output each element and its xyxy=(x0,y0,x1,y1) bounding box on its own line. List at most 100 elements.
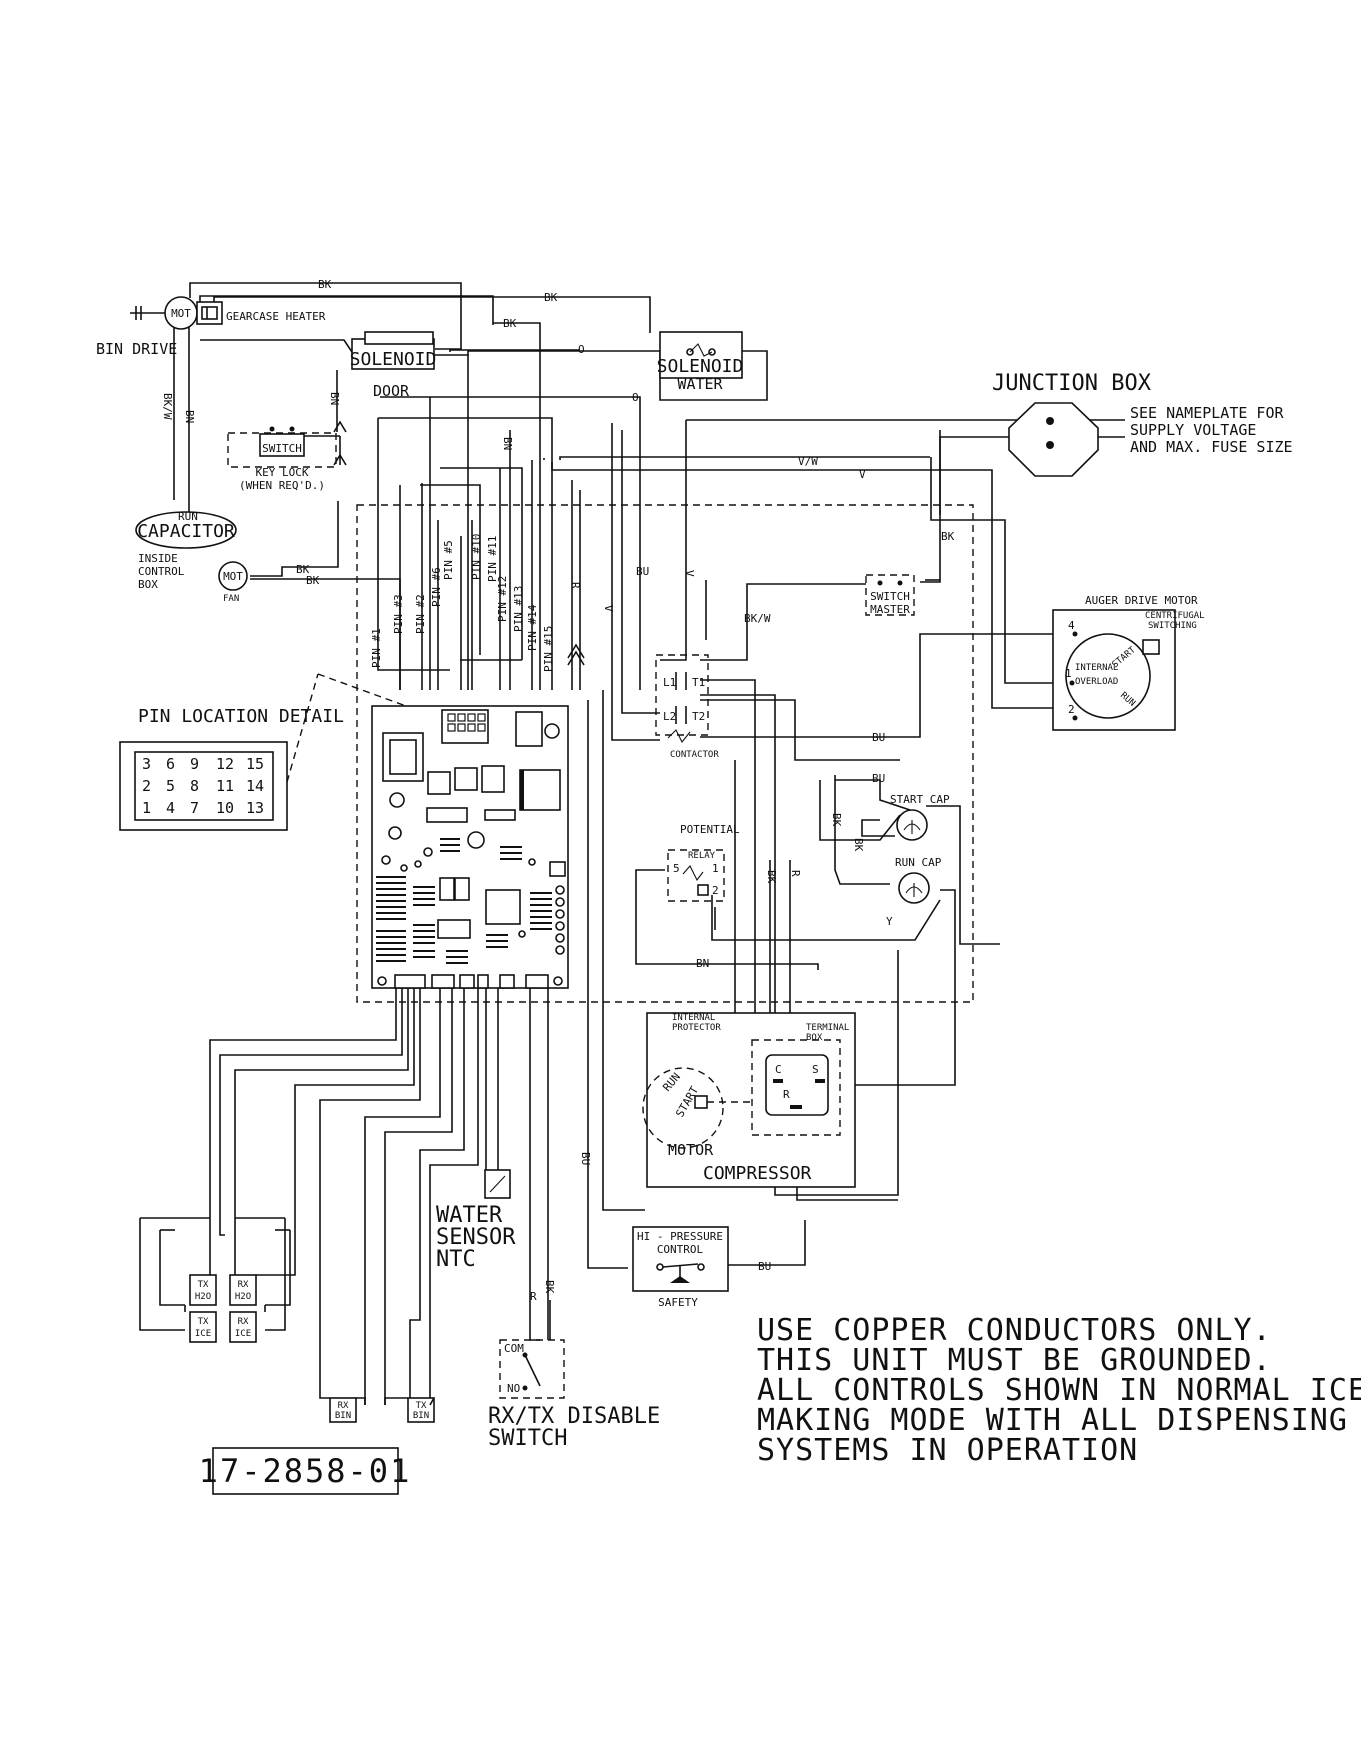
notes: USE COPPER CONDUCTORS ONLY. THIS UNIT MU… xyxy=(757,1313,1361,1468)
wire-code-v: V xyxy=(859,468,866,481)
wire-code-bn: BN xyxy=(696,957,709,970)
pin-label: PIN #6 xyxy=(430,567,443,607)
wire-code-v: V xyxy=(683,570,696,577)
internal-overload-label: INTERNAL xyxy=(1075,663,1118,673)
pin-grid-cell: 9 xyxy=(190,755,199,773)
terminal-c: C xyxy=(775,1063,782,1076)
pin-grid-cell: 12 xyxy=(216,755,234,773)
control-label: CONTROL xyxy=(138,565,185,578)
start-cap-label: START CAP xyxy=(890,793,950,806)
wire-code-o: O xyxy=(632,391,639,404)
pin-location-detail-label: PIN LOCATION DETAIL xyxy=(138,706,344,727)
sensor-tx-bin: TX BIN xyxy=(407,1397,435,1423)
water-sensor-label: WATER xyxy=(436,1203,503,1228)
pin-grid-cell: 11 xyxy=(216,777,234,795)
master-switch-label: SWITCH xyxy=(870,590,910,603)
sensor-label: ICE xyxy=(235,1329,251,1339)
key-lock-switch-label: SWITCH xyxy=(262,442,302,455)
wire-code-y: Y xyxy=(886,915,893,928)
junction-box: JUNCTION BOX SEE NAMEPLATE FOR SUPPLY VO… xyxy=(992,371,1293,477)
contactor-label: CONTACTOR xyxy=(670,750,719,760)
wire-code-bn: BN xyxy=(183,410,196,423)
ntc-label: NTC xyxy=(436,1247,476,1272)
auger-terminal-1: 1 xyxy=(1065,667,1072,680)
box-label: BOX xyxy=(138,578,158,591)
master-switch-sub-label: MASTER xyxy=(870,603,910,616)
key-lock-label: KEY LOCK xyxy=(256,466,309,479)
contactor-t2: T2 xyxy=(692,710,705,723)
pin-location-detail: PIN LOCATION DETAIL 3 6 9 12 15 2 5 8 11… xyxy=(119,673,451,831)
wire-code-bk: BK xyxy=(318,278,332,291)
pin-grid-cell: 13 xyxy=(246,799,264,817)
auger-terminal-4: 4 xyxy=(1068,619,1075,632)
relay-terminal-5: 5 xyxy=(673,862,680,875)
pin-grid-cell: 15 xyxy=(246,755,264,773)
pin-label: PIN #10 xyxy=(470,534,483,580)
solenoid-door-label: SOLENOID xyxy=(350,349,437,370)
sensor-rx-bin: RX BIN xyxy=(329,1397,357,1423)
sensor-label: H2O xyxy=(195,1292,211,1302)
junction-box-label: JUNCTION BOX xyxy=(992,371,1152,396)
protector-label: PROTECTOR xyxy=(672,1023,721,1033)
wire-code-bk: BK xyxy=(306,574,320,587)
pin-label: PIN #1 xyxy=(370,628,383,668)
sensor-label: RX xyxy=(238,1280,249,1290)
contactor-t1: T1 xyxy=(692,676,705,689)
pin-grid-cell: 8 xyxy=(190,777,199,795)
wiring-paths xyxy=(139,282,1125,1405)
pin-labels: PIN #1 PIN #3 PIN #2 PIN #6 PIN #5 PIN #… xyxy=(370,534,555,672)
wire-code-bn: BN xyxy=(501,437,514,450)
sensor-label: TX xyxy=(416,1401,427,1411)
fan-label: FAN xyxy=(223,594,239,604)
pin-label: PIN #15 xyxy=(542,626,555,672)
potential-relay-label: POTENTIAL xyxy=(680,823,740,836)
note-line: ALL CONTROLS SHOWN IN NORMAL ICE xyxy=(757,1373,1361,1408)
hi-pressure-control-label: CONTROL xyxy=(657,1243,704,1256)
key-lock-switch: SWITCH KEY LOCK (WHEN REQ'D.) xyxy=(227,426,337,492)
pin-grid-cell: 14 xyxy=(246,777,264,795)
sensor-rx-h2o: RX H2O xyxy=(229,1274,257,1306)
wire-code-v: V xyxy=(602,605,615,612)
sensor-label: BIN xyxy=(413,1411,429,1421)
note-line: MAKING MODE WITH ALL DISPENSING xyxy=(757,1403,1348,1438)
wire-code-bk: BK xyxy=(941,530,955,543)
pin-grid-cell: 4 xyxy=(166,799,175,817)
bin-motor-label: MOT xyxy=(171,307,191,320)
note-line: USE COPPER CONDUCTORS ONLY. xyxy=(757,1313,1272,1348)
wire-code-bk: BK xyxy=(503,317,517,330)
centrifugal-label: CENTRIFUGAL xyxy=(1145,611,1205,621)
pin-label: PIN #12 xyxy=(496,576,509,622)
wire-code-bu: BU xyxy=(872,731,885,744)
control-board xyxy=(371,705,569,989)
relay-terminal-2: 2 xyxy=(712,884,719,897)
solenoid-door: SOLENOID DOOR xyxy=(350,331,437,400)
contactor-l1: L1 xyxy=(663,676,676,689)
supply-voltage-label: SUPPLY VOLTAGE xyxy=(1130,421,1256,439)
sensor-label: ICE xyxy=(195,1329,211,1339)
wire-code-bkw: BK/W xyxy=(744,612,771,625)
solenoid-water-sub-label: WATER xyxy=(677,375,723,393)
terminal-s: S xyxy=(812,1063,819,1076)
pin-grid-cell: 1 xyxy=(142,799,151,817)
start-capacitor: START CAP xyxy=(890,793,950,841)
wire-code-r: R xyxy=(530,1290,537,1303)
run-capacitor-compressor: RUN CAP xyxy=(895,856,942,904)
solenoid-door-sub-label: DOOR xyxy=(373,382,410,400)
relay-label: RELAY xyxy=(688,851,716,861)
switching-label: SWITCHING xyxy=(1148,621,1197,631)
run-cap-label: RUN CAP xyxy=(895,856,942,869)
internal-protector-label: INTERNAL xyxy=(672,1013,715,1023)
gearcase-heater-label: GEARCASE HEATER xyxy=(226,310,326,323)
pin-label: PIN #5 xyxy=(442,540,455,580)
terminal-box-sub-label: BOX xyxy=(806,1033,823,1043)
contactor-l2: L2 xyxy=(663,710,676,723)
pin-label: PIN #3 xyxy=(392,594,405,634)
wire-code-bk: BK xyxy=(544,291,558,304)
nameplate-label: SEE NAMEPLATE FOR xyxy=(1130,404,1284,422)
terminal-r: R xyxy=(783,1088,790,1101)
pin-grid-cell: 3 xyxy=(142,755,151,773)
hi-pressure-control: HI - PRESSURE CONTROL SAFETY xyxy=(632,1226,729,1309)
wire-code-bu: BU xyxy=(872,772,885,785)
water-sensor: WATER SENSOR NTC xyxy=(436,1169,516,1272)
